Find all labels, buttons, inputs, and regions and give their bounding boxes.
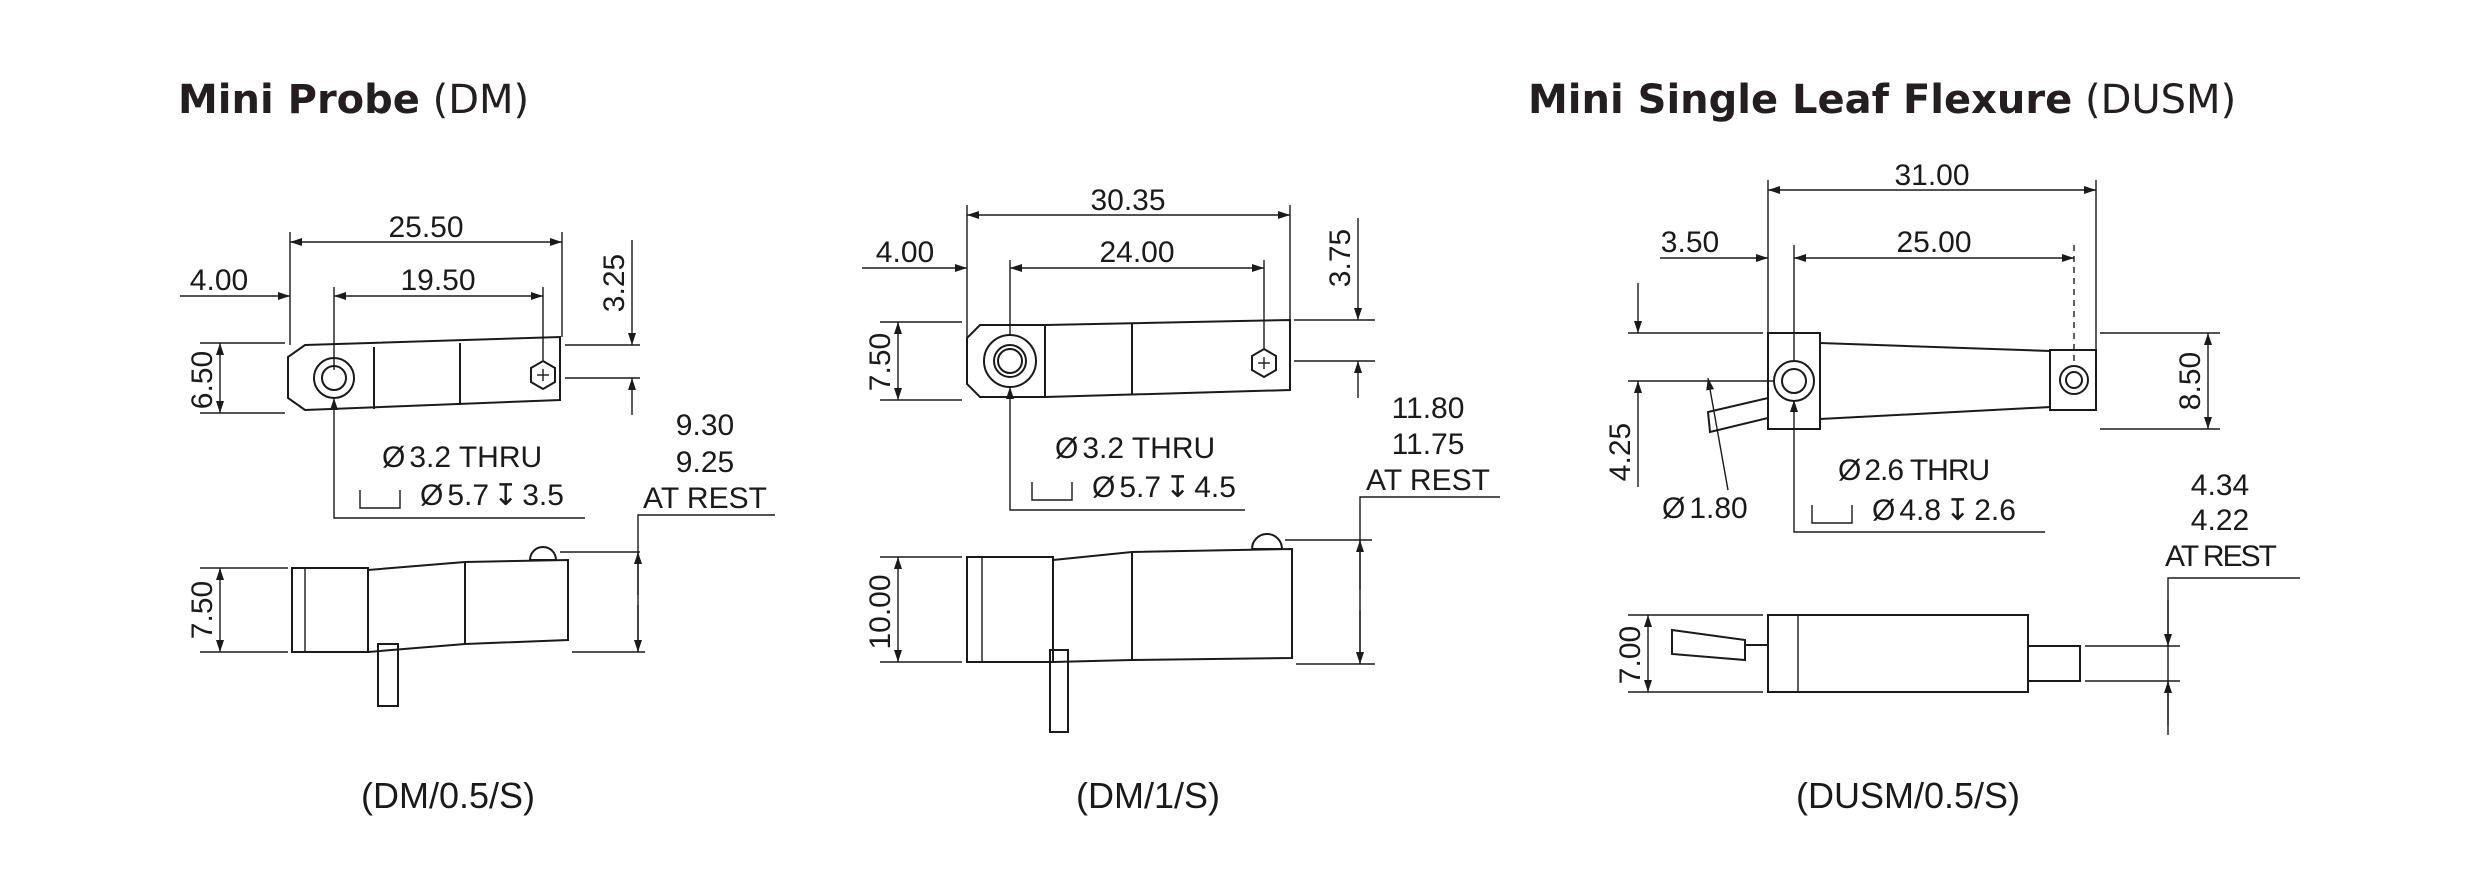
svg-text:Ø3.2 THRU: Ø3.2 THRU <box>1055 432 1215 465</box>
dm05-dim-height: 6.50 <box>186 351 219 409</box>
depth-icon: ↧ <box>1165 471 1190 504</box>
dm1-dim-pitch: 24.00 <box>1099 236 1174 269</box>
dm1-dim-height: 7.50 <box>864 333 897 391</box>
diameter-icon: Ø <box>1872 494 1895 527</box>
counterbore-icon <box>1031 482 1073 501</box>
diameter-icon: Ø <box>1092 471 1115 504</box>
dm05-rest-1: 9.30 <box>676 409 734 442</box>
dm1-dim-overall: 30.35 <box>1090 184 1165 217</box>
dm05-top-view <box>287 335 561 412</box>
dusm-dim-leaf-offset: 4.25 <box>1604 423 1637 481</box>
dm1-dim-side-height: 10.00 <box>864 574 897 649</box>
dusm-top-view <box>1706 332 2097 434</box>
caption-dm-0-5-s: (DM/0.5/S) <box>361 775 535 816</box>
counterbore-icon <box>359 490 401 509</box>
dm05-side-view <box>291 546 569 707</box>
caption-dm-1-s: (DM/1/S) <box>1076 775 1220 816</box>
dusm-rest-1: 4.34 <box>2191 469 2249 502</box>
dusm-rest-2: 4.22 <box>2191 504 2249 537</box>
diameter-icon: Ø <box>420 479 443 512</box>
dusm-side-view <box>1671 614 2081 693</box>
depth-icon: ↧ <box>493 479 518 512</box>
counterbore-icon <box>1811 505 1853 524</box>
dm05-dim-offset: 4.00 <box>190 264 248 297</box>
dm1-dim-top-gap: 3.75 <box>1324 229 1357 287</box>
dm1-dim-offset: 4.00 <box>876 236 934 269</box>
dm1-rest-2: 11.75 <box>1392 428 1465 461</box>
dusm-dim-pitch: 25.00 <box>1896 226 1971 259</box>
dm05-dim-side-height: 7.50 <box>186 581 219 639</box>
diameter-icon: Ø <box>382 441 405 474</box>
caption-dusm-0-5-s: (DUSM/0.5/S) <box>1796 775 2020 816</box>
svg-text:Ø2.6 THRU: Ø2.6 THRU <box>1838 454 1989 487</box>
dm1-top-view <box>966 318 1291 398</box>
title-mini-probe: Mini Probe (DM) <box>178 77 529 123</box>
dm1-side-view <box>966 533 1293 733</box>
svg-text:Ø5.7↧3.5: Ø5.7↧3.5 <box>420 479 564 512</box>
dusm-dim-height: 8.50 <box>2174 352 2207 410</box>
dm05-dim-pitch: 19.50 <box>400 264 475 297</box>
dm1-rest-label: AT REST <box>1366 464 1490 497</box>
dm05-rest-label: AT REST <box>643 482 767 515</box>
svg-text:Ø3.2 THRU: Ø3.2 THRU <box>382 441 542 474</box>
diameter-icon: Ø <box>1662 492 1685 525</box>
diameter-icon: Ø <box>1055 432 1078 465</box>
dusm-dim-side-height: 7.00 <box>1614 626 1647 684</box>
dusm-dim-overall: 31.00 <box>1894 159 1969 192</box>
diameter-icon: Ø <box>1838 454 1861 487</box>
dm05-dim-top-gap: 3.25 <box>598 254 631 312</box>
depth-icon: ↧ <box>1945 494 1970 527</box>
dm05-rest-2: 9.25 <box>676 446 734 479</box>
dusm-rest-label: AT REST <box>2165 540 2277 573</box>
dm05-dim-overall: 25.50 <box>388 211 463 244</box>
dusm-dim-offset: 3.50 <box>1661 226 1719 259</box>
title-mini-single-leaf-flexure: Mini Single Leaf Flexure (DUSM) <box>1528 77 2236 123</box>
svg-text:Ø4.8↧2.6: Ø4.8↧2.6 <box>1872 494 2016 527</box>
dm1-rest-1: 11.80 <box>1392 392 1465 425</box>
svg-text:Ø5.7↧4.5: Ø5.7↧4.5 <box>1092 471 1236 504</box>
